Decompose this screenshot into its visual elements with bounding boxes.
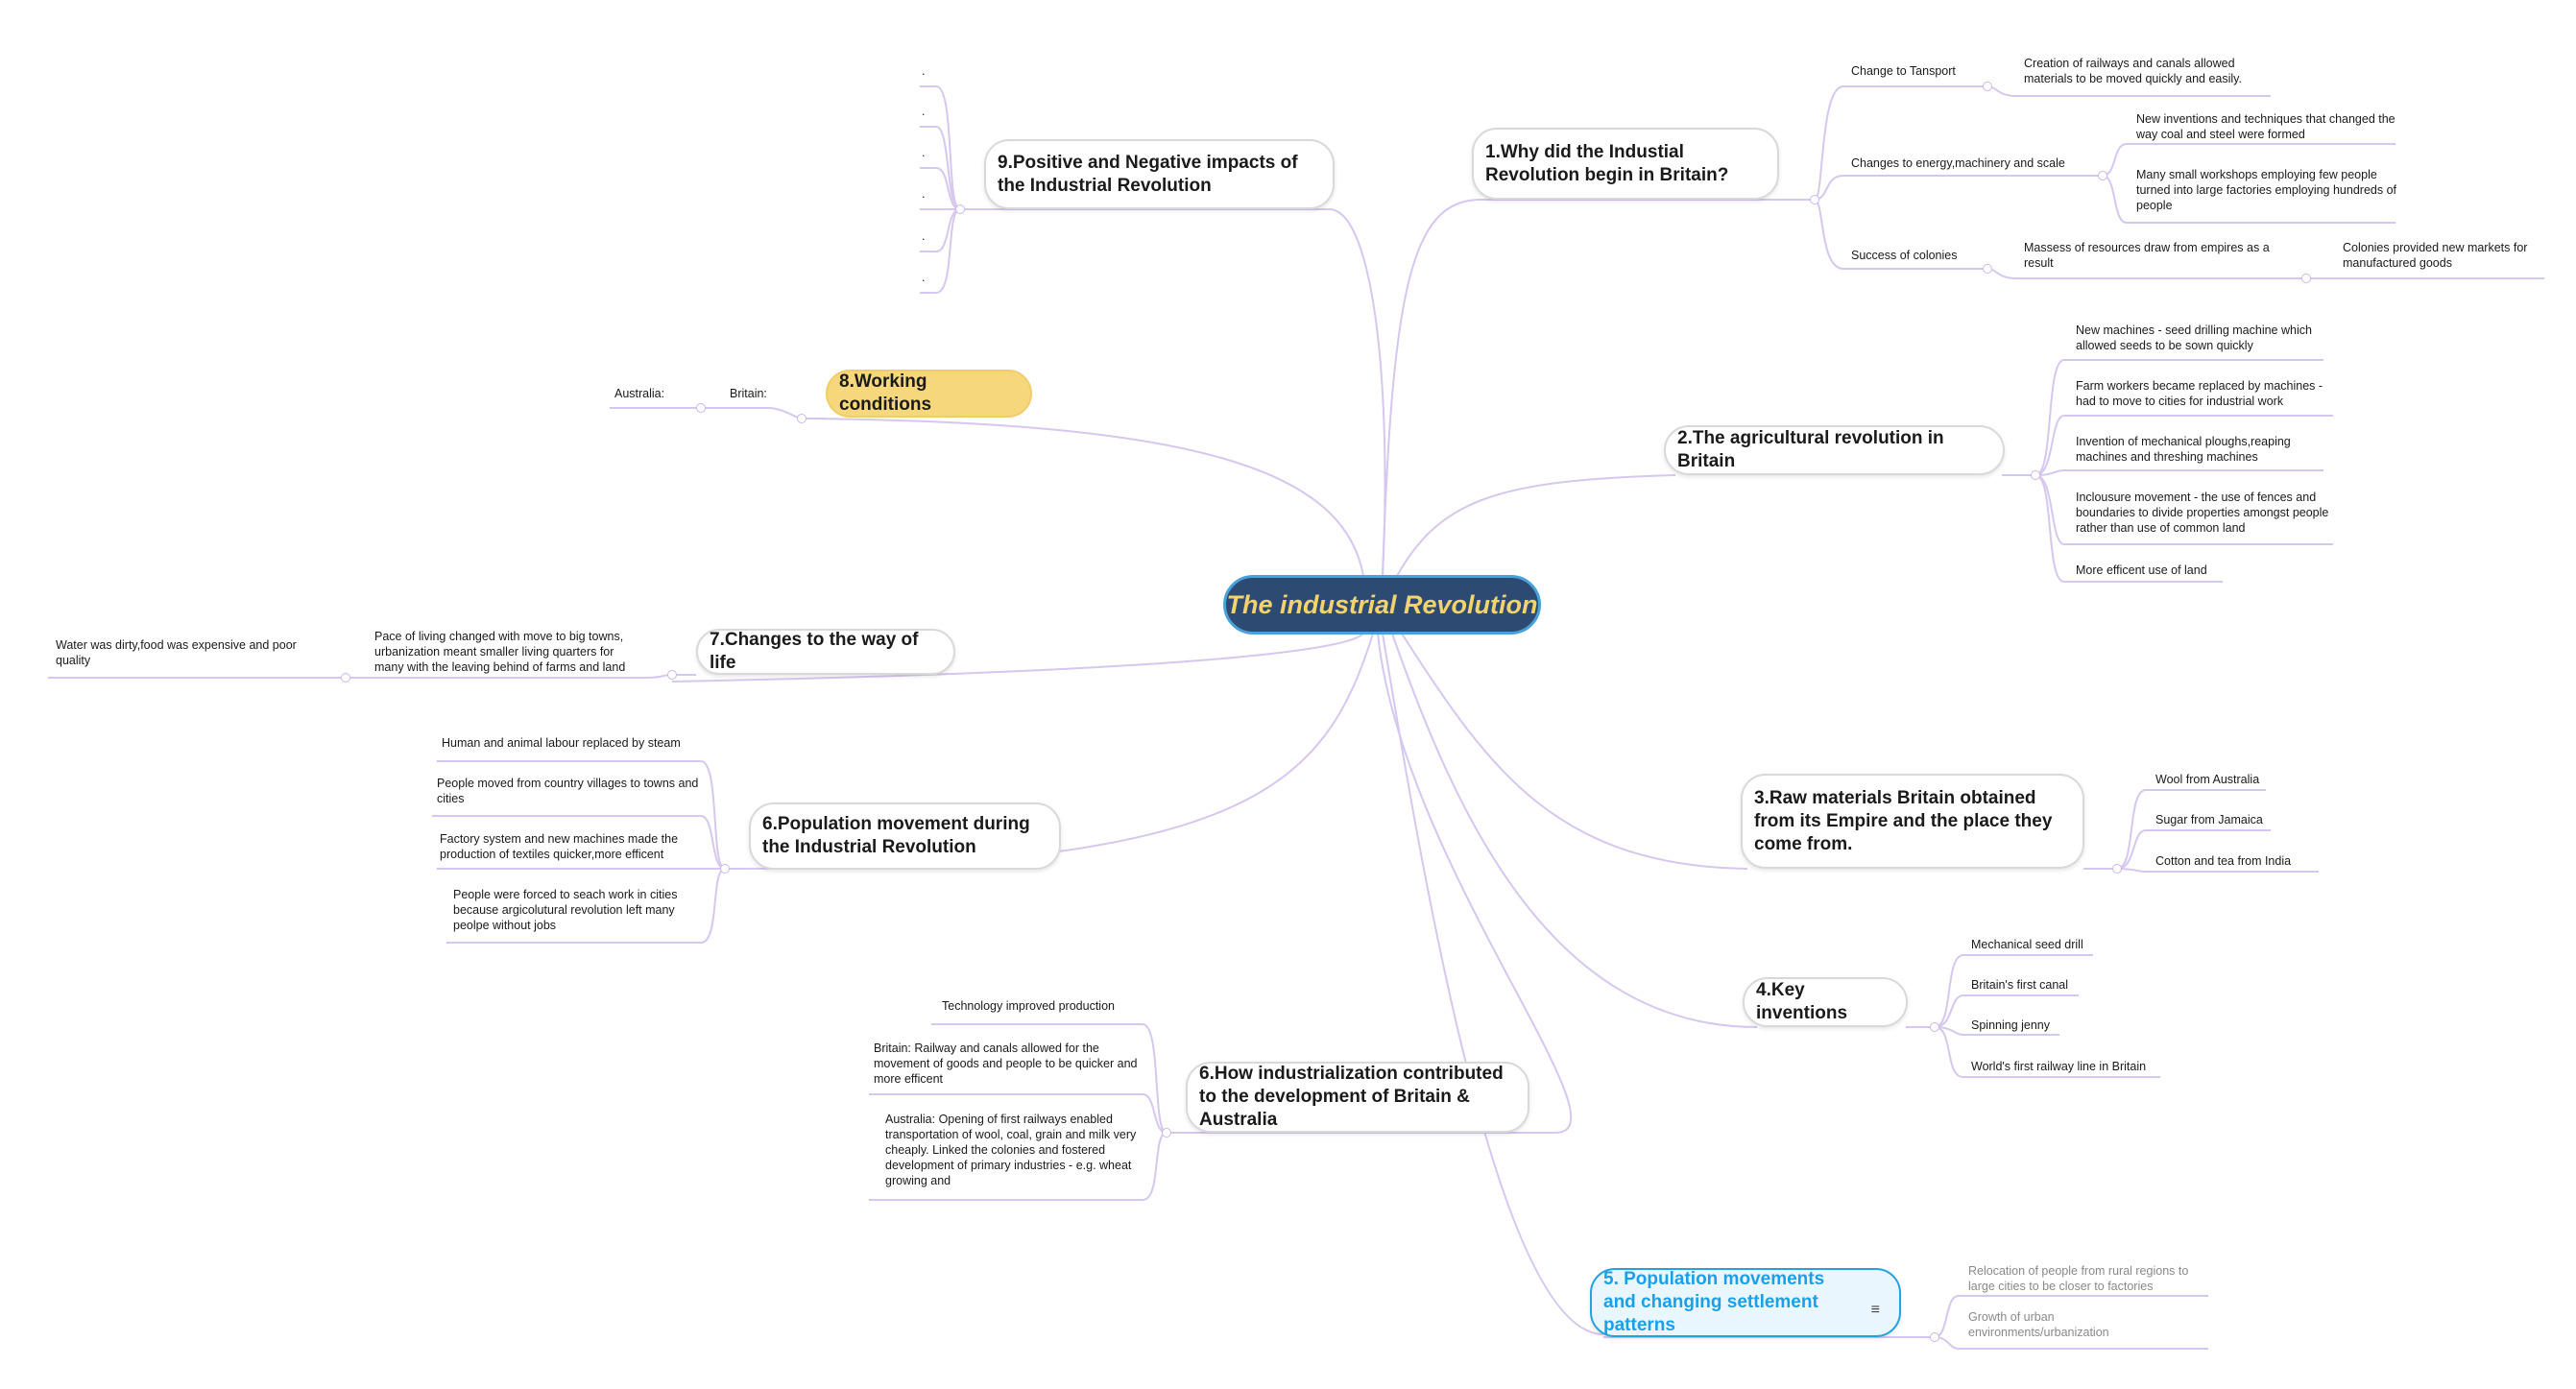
leaf-sugar-jamaica[interactable]: Sugar from Jamaica: [2155, 813, 2263, 826]
leaf-country-villages[interactable]: People moved from country villages to to…: [437, 777, 699, 805]
leaf-wool-australia[interactable]: Wool from Australia: [2155, 773, 2260, 786]
connector-dot[interactable]: [1810, 195, 1819, 204]
leaf-impact-2[interactable]: .: [922, 105, 926, 118]
leaf-mechanical-ploughs[interactable]: Invention of mechanical ploughs,reaping …: [2076, 435, 2291, 464]
leaf-spinning-jenny[interactable]: Spinning jenny: [1971, 1018, 2051, 1032]
leaf-new-inventions[interactable]: New inventions and techniques that chang…: [2136, 112, 2395, 141]
connector-dot[interactable]: [341, 673, 350, 683]
topic-positive-negative-impacts[interactable]: 9.Positive and Negative impacts of the I…: [984, 139, 1335, 209]
central-topic[interactable]: The industrial Revolution: [1223, 575, 1541, 635]
topic-population-settlement[interactable]: 5. Population movements and changing set…: [1590, 1268, 1901, 1337]
connector-dot[interactable]: [2301, 274, 2311, 283]
leaf-small-workshops[interactable]: Many small workshops employing few peopl…: [2136, 168, 2396, 212]
leaf-cotton-tea-india[interactable]: Cotton and tea from India: [2155, 854, 2292, 868]
leaf-impact-5[interactable]: .: [922, 229, 926, 243]
leaf-water-food[interactable]: Water was dirty,food was expensive and p…: [56, 638, 297, 667]
topic-why-britain[interactable]: 1.Why did the Industial Revolution begin…: [1472, 128, 1779, 200]
connector-dot[interactable]: [1162, 1128, 1171, 1138]
subtopic-transport[interactable]: Change to Tansport: [1851, 64, 1956, 78]
connector-dot[interactable]: [2031, 470, 2040, 480]
connector-dot[interactable]: [1930, 1332, 1939, 1342]
connector-dot[interactable]: [667, 670, 677, 680]
connector-dot[interactable]: [955, 204, 965, 214]
leaf-britain[interactable]: Britain:: [730, 387, 767, 400]
connector-dot[interactable]: [2112, 864, 2122, 874]
leaf-britain-railway[interactable]: Britain: Railway and canals allowed for …: [874, 1042, 1138, 1086]
leaf-new-markets[interactable]: Colonies provided new markets for manufa…: [2343, 241, 2528, 270]
leaf-forced-work[interactable]: People were forced to seach work in citi…: [453, 888, 678, 932]
leaf-urbanization[interactable]: Growth of urban environments/urbanizatio…: [1968, 1310, 2109, 1339]
leaf-australia-railways[interactable]: Australia: Opening of first railways ena…: [885, 1113, 1137, 1187]
leaf-seed-drill[interactable]: Mechanical seed drill: [1971, 938, 2083, 951]
topic-population-movement[interactable]: 6.Population movement during the Industr…: [749, 802, 1061, 870]
leaf-seed-drilling[interactable]: New machines - seed drilling machine whi…: [2076, 323, 2312, 352]
topic-working-conditions[interactable]: 8.Working conditions: [826, 370, 1032, 418]
leaf-enclosure-movement[interactable]: Inclousure movement - the use of fences …: [2076, 491, 2329, 535]
leaf-railways-canals[interactable]: Creation of railways and canals allowed …: [2024, 57, 2242, 85]
leaf-impact-1[interactable]: .: [922, 64, 926, 78]
leaf-steam-labour[interactable]: Human and animal labour replaced by stea…: [442, 736, 681, 750]
leaf-efficient-land[interactable]: More efficent use of land: [2076, 563, 2207, 577]
leaf-technology-production[interactable]: Technology improved production: [942, 999, 1115, 1013]
topic-title: 5. Population movements and changing set…: [1603, 1269, 1825, 1335]
topic-industrialization-development[interactable]: 6.How industrialization contributed to t…: [1186, 1062, 1529, 1133]
connector-dot[interactable]: [1983, 82, 1992, 91]
subtopic-colonies[interactable]: Success of colonies: [1851, 249, 1958, 262]
leaf-farm-workers[interactable]: Farm workers became replaced by machines…: [2076, 379, 2323, 408]
leaf-first-railway[interactable]: World's first railway line in Britain: [1971, 1060, 2147, 1073]
connector-dot[interactable]: [720, 864, 730, 874]
topic-raw-materials[interactable]: 3.Raw materials Britain obtained from it…: [1741, 774, 2084, 869]
topic-way-of-life[interactable]: 7.Changes to the way of life: [696, 629, 955, 675]
connector-dot[interactable]: [696, 403, 706, 413]
topic-key-inventions[interactable]: 4.Key inventions: [1743, 977, 1908, 1027]
leaf-pace-of-living[interactable]: Pace of living changed with move to big …: [374, 630, 626, 674]
leaf-first-canal[interactable]: Britain's first canal: [1971, 978, 2069, 992]
leaf-massess-resources[interactable]: Massess of resources draw from empires a…: [2024, 241, 2270, 270]
topic-agricultural-revolution[interactable]: 2.The agricultural revolution in Britain: [1664, 425, 2005, 475]
leaf-impact-6[interactable]: .: [922, 271, 926, 284]
leaf-impact-3[interactable]: .: [922, 146, 926, 159]
leaf-impact-4[interactable]: .: [922, 187, 926, 201]
leaf-australia[interactable]: Australia:: [614, 387, 665, 400]
note-icon[interactable]: ≡: [1870, 1302, 1880, 1318]
leaf-relocation[interactable]: Relocation of people from rural regions …: [1968, 1264, 2189, 1293]
connector-dot[interactable]: [1930, 1022, 1939, 1032]
leaf-factory-system[interactable]: Factory system and new machines made the…: [440, 832, 679, 861]
connector-dot[interactable]: [797, 414, 807, 423]
connector-dot[interactable]: [1983, 264, 1992, 274]
connector-dot[interactable]: [2098, 171, 2107, 180]
subtopic-energy[interactable]: Changes to energy,machinery and scale: [1851, 156, 2065, 170]
